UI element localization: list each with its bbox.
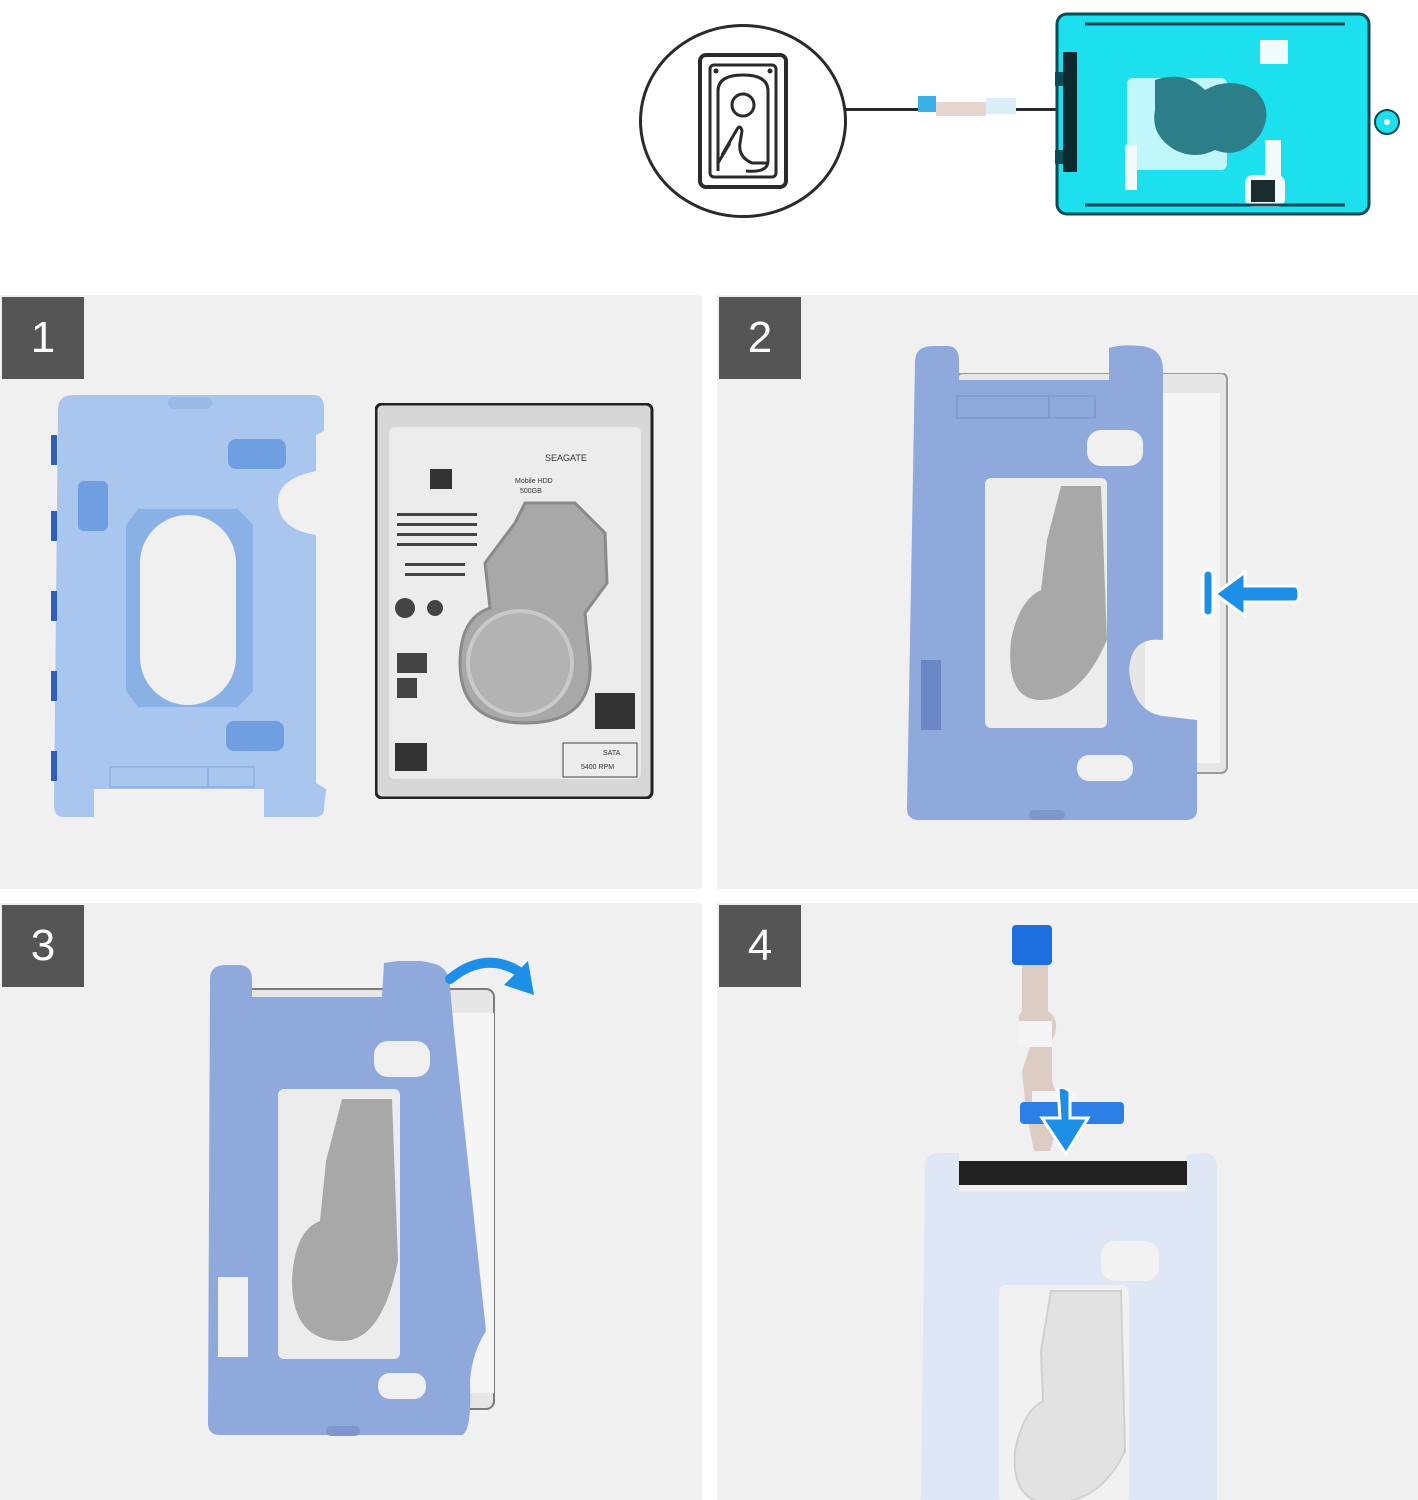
step-number-badge: 2	[719, 297, 801, 379]
step-panel-4: 4	[717, 903, 1418, 1500]
step-panel-3: 3	[0, 903, 702, 1500]
curved-arrow-right-icon	[445, 957, 534, 995]
hard-drive-icon	[698, 53, 788, 189]
step-number-badge: 3	[2, 905, 84, 987]
blue-sleeve-image	[208, 961, 486, 1436]
installed-drive-preview	[1055, 12, 1400, 216]
svg-text:500GB: 500GB	[520, 488, 542, 495]
hard-drive-icon-circle	[639, 24, 847, 218]
header-illustration	[0, 0, 1418, 270]
ribbon-cable-stub	[918, 96, 1016, 116]
blue-sleeve-image	[907, 345, 1197, 820]
svg-text:Mobile HDD: Mobile HDD	[515, 478, 553, 485]
arrow-left-icon	[1201, 568, 1301, 619]
svg-text:5400 RPM: 5400 RPM	[581, 764, 614, 771]
hard-drive-image: SEAGATE Mobile HDD 500GB SATA 5400 RPM	[375, 403, 654, 799]
rubber-sleeve-image	[51, 395, 326, 817]
step-panel-1: 1 SEAGATE Mobile HDD 500GB SATA 5400 RPM	[0, 295, 702, 889]
step-panel-2: 2	[717, 295, 1418, 889]
drive-in-translucent-sleeve-image	[921, 1153, 1217, 1500]
step-number-badge: 1	[2, 297, 84, 379]
step-number-badge: 4	[719, 905, 801, 987]
svg-text:SATA: SATA	[603, 750, 621, 757]
svg-text:SEAGATE: SEAGATE	[545, 453, 587, 463]
arrow-down-icon	[1020, 1088, 1124, 1157]
